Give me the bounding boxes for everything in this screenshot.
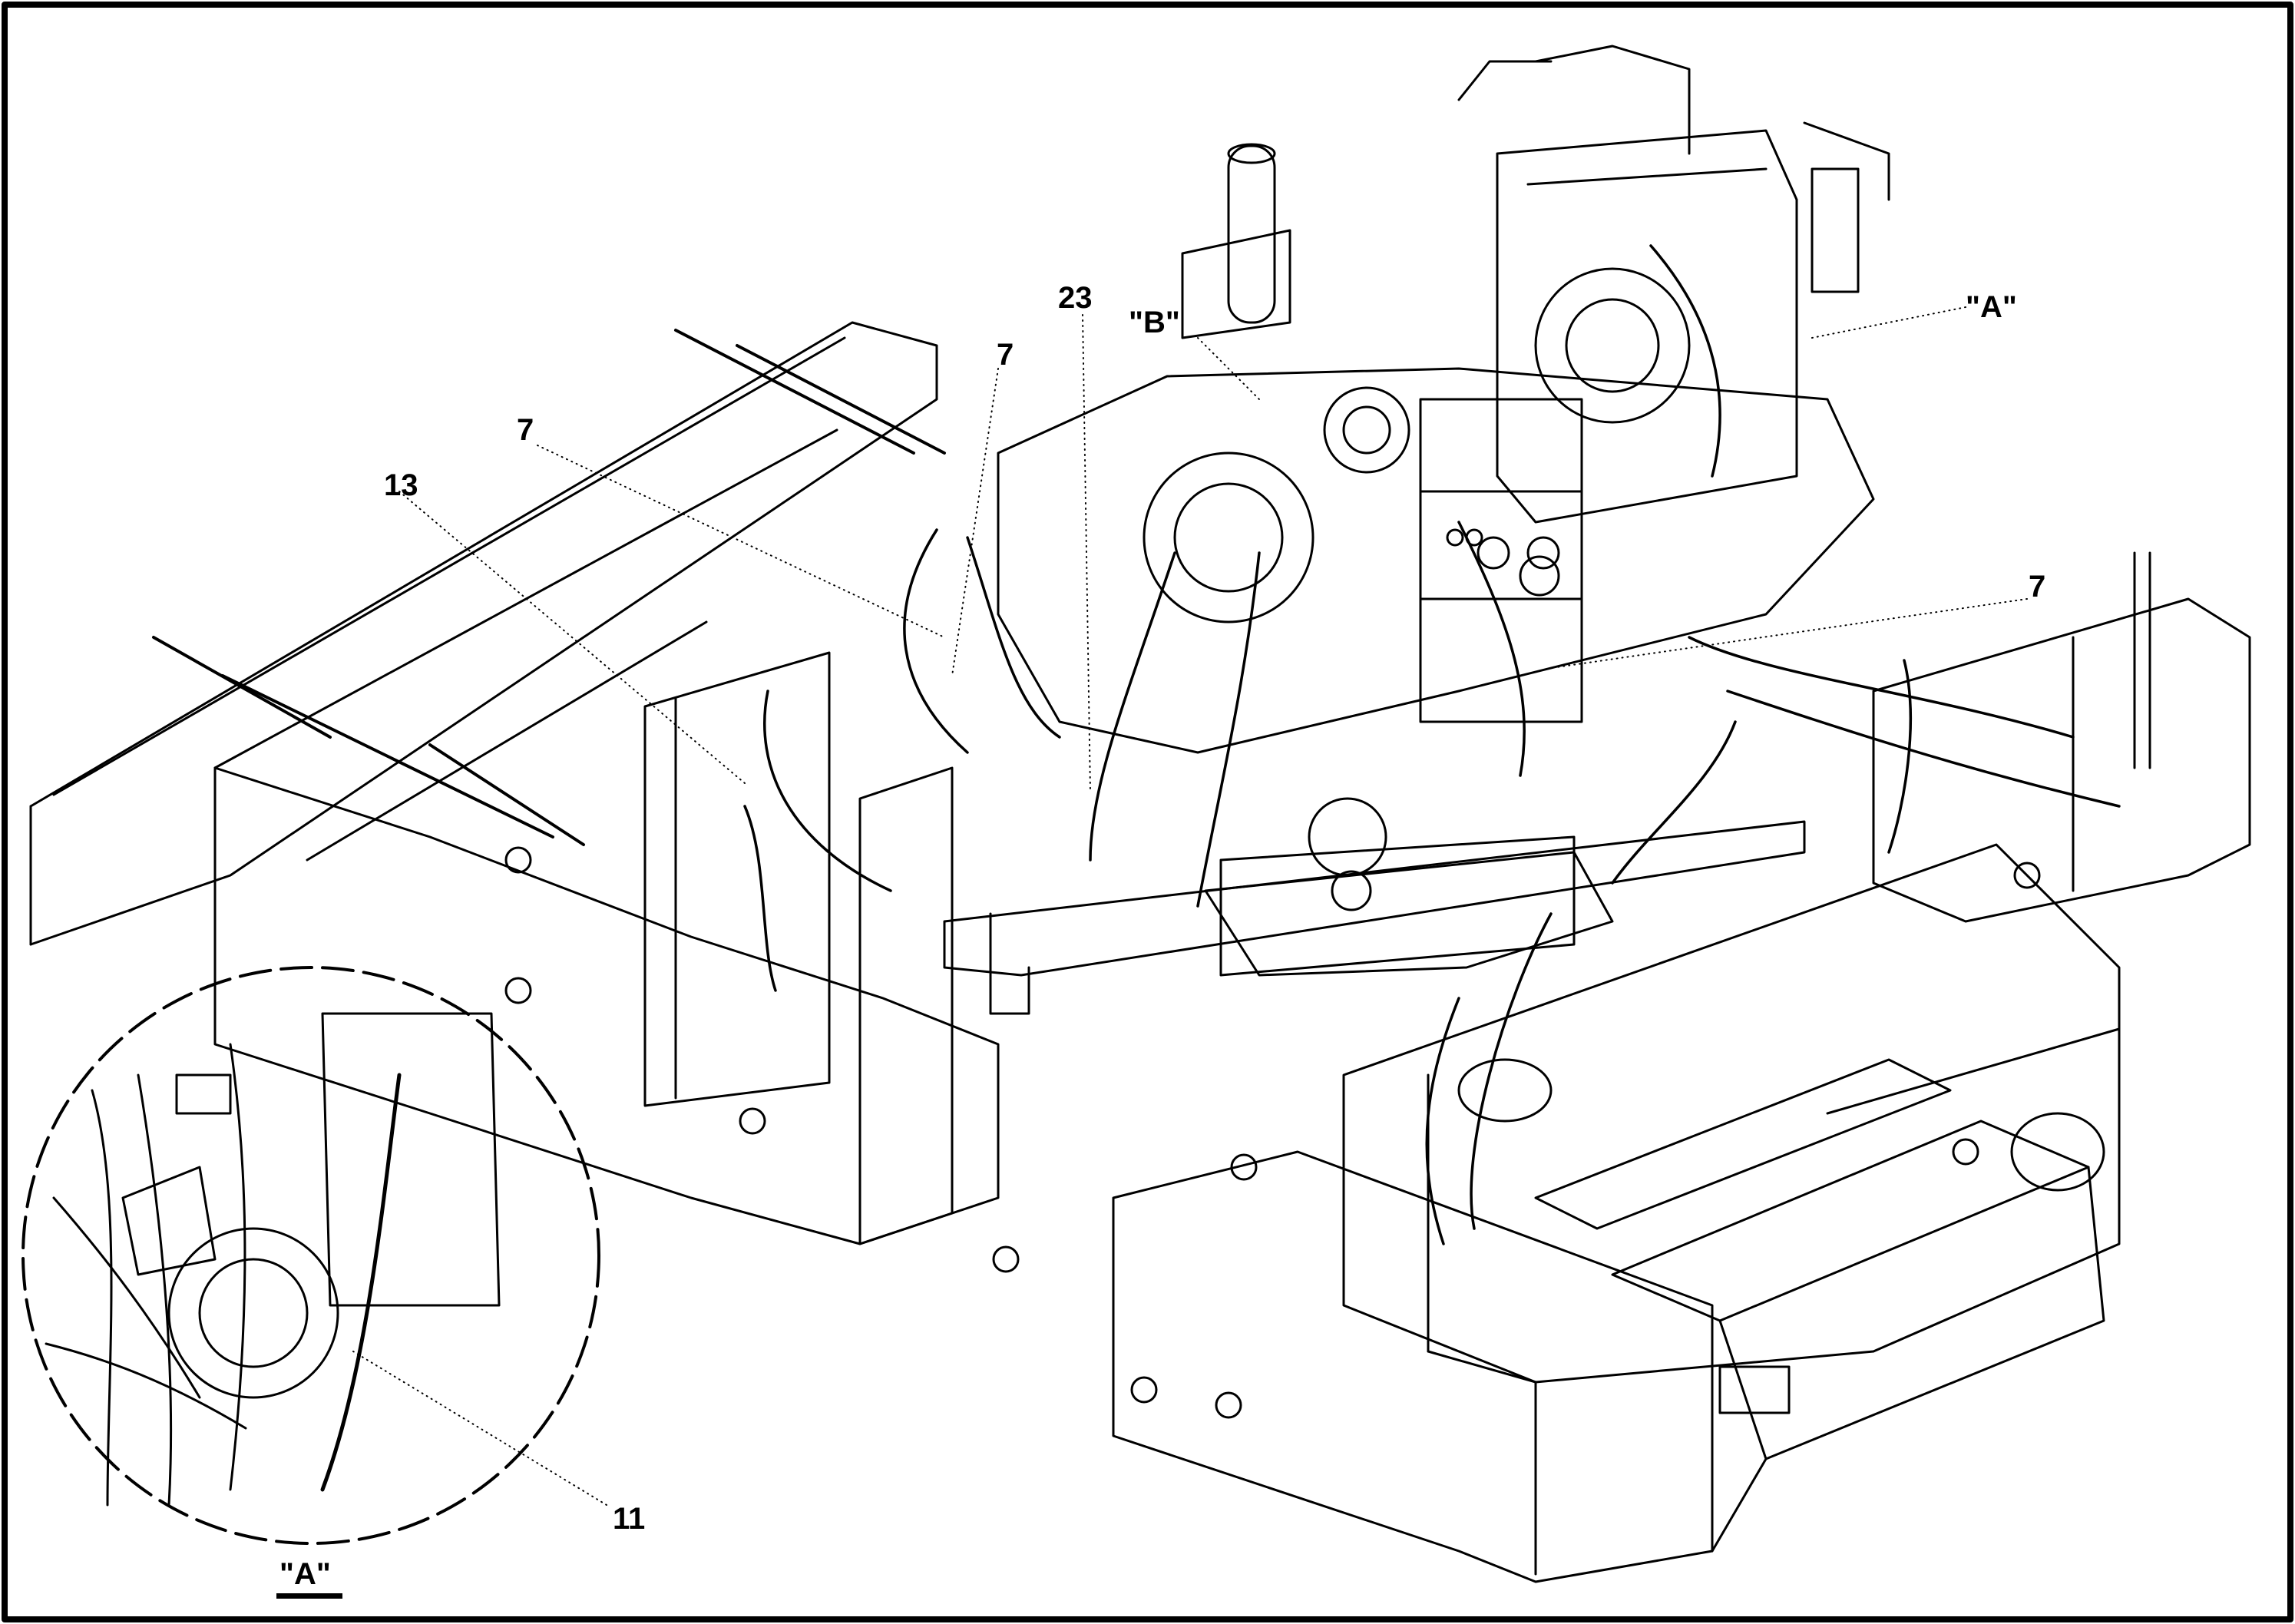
leader-lines: [352, 306, 2028, 1506]
callout-23: 23: [1058, 281, 1093, 315]
chassis-frame: [29, 321, 2251, 1583]
callout-7-mid: 7: [997, 338, 1014, 372]
engine-assembly: [997, 45, 1890, 754]
callout-7-right: 7: [2029, 570, 2046, 604]
wiring-harness: [743, 244, 2121, 1245]
callout-7-left: 7: [517, 413, 534, 447]
detail-a-caption: "A": [279, 1557, 331, 1591]
detail-a-caption-underline: [276, 1593, 342, 1599]
callout-11: 11: [613, 1502, 646, 1536]
detail-a-inset: [21, 966, 600, 1545]
callout-A-top: "A": [1966, 290, 2017, 324]
callout-13: 13: [384, 468, 418, 502]
callout-B: "B": [1129, 306, 1180, 339]
